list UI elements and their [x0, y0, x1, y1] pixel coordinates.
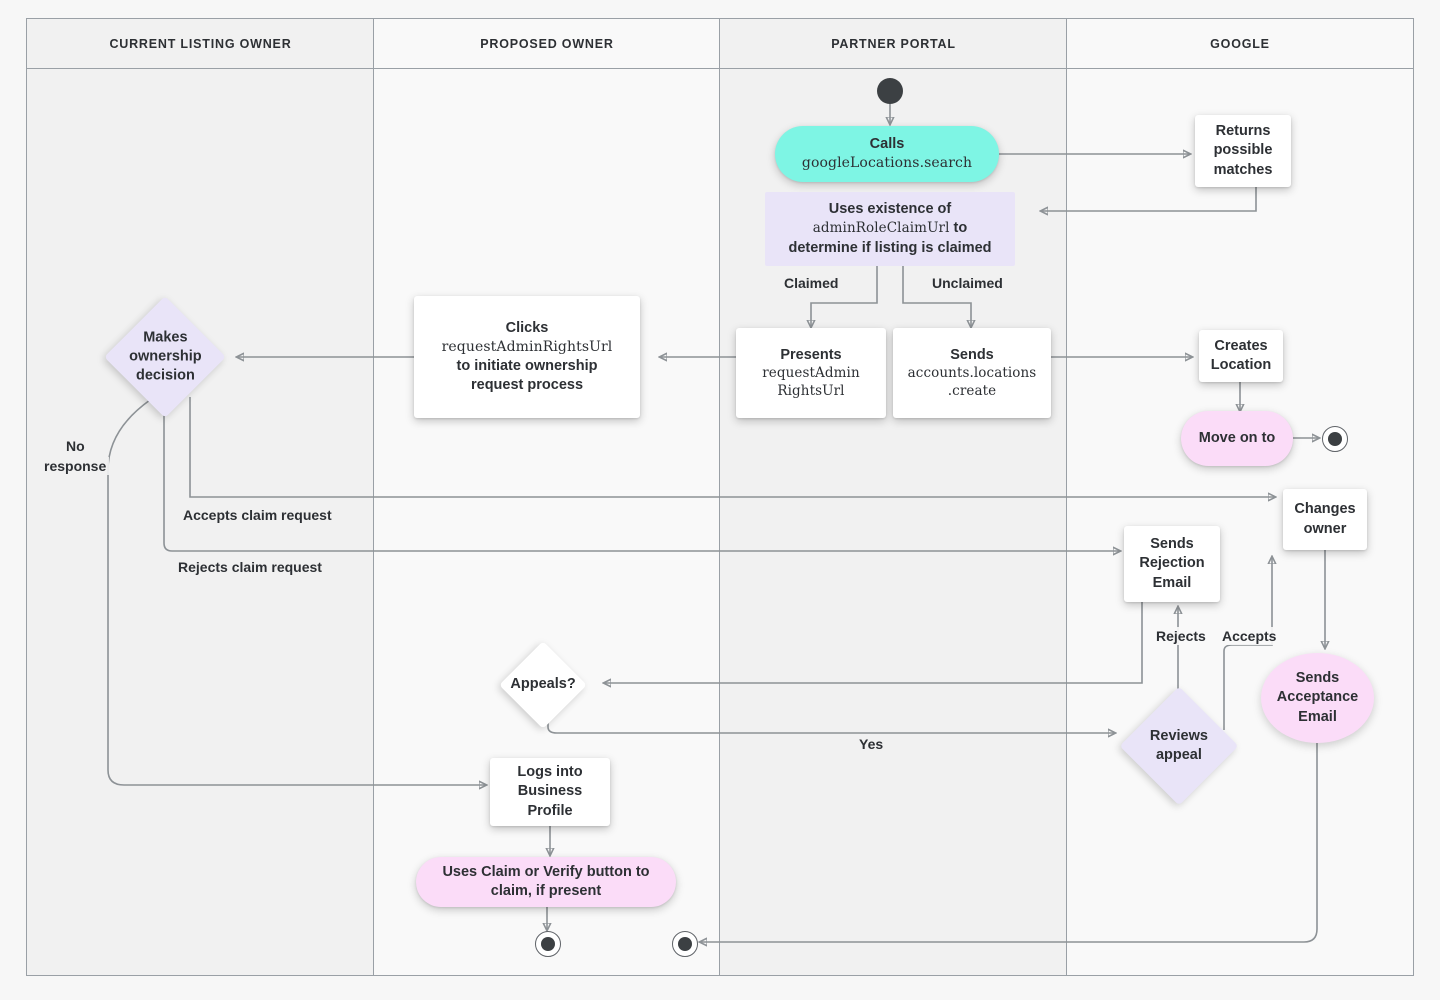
- lane-proposed-owner: PROPOSED OWNER: [373, 18, 720, 976]
- end-marker-google: [1322, 426, 1348, 452]
- edge-label-accepts: Accepts: [1219, 627, 1280, 646]
- node-acceptance-line1: Sends: [1295, 670, 1340, 687]
- edge-label-accepts-claim-request: Accepts claim request: [180, 506, 335, 525]
- node-rejection-line3: Email: [1152, 574, 1192, 591]
- node-creates-location[interactable]: Creates Location: [1199, 330, 1283, 382]
- lane-current-listing-owner: CURRENT LISTING OWNER: [26, 18, 374, 976]
- node-clicks-line1: Clicks: [505, 320, 549, 337]
- node-uses-existence-of-admin-role-claim-url[interactable]: Uses existence of adminRoleClaimUrl to d…: [765, 192, 1015, 266]
- node-returns-text: Returns possible matches: [1213, 123, 1273, 178]
- start-marker: [877, 78, 903, 104]
- edge-label-yes: Yes: [856, 735, 887, 754]
- end-marker-proposed-owner-claim: [535, 931, 561, 957]
- node-changes-owner[interactable]: Changes owner: [1283, 489, 1367, 550]
- node-uses-code: adminRoleClaimUrl: [812, 220, 950, 237]
- node-presents-line1: Presents: [780, 346, 842, 363]
- node-clicks-request-admin-rights-url[interactable]: Clicks requestAdminRightsUrl to initiate…: [414, 296, 640, 418]
- node-move-on-to-text: Move on to: [1198, 429, 1276, 446]
- node-presents-line2: requestAdmin: [762, 364, 860, 381]
- node-rejection-line2: Rejection: [1139, 555, 1205, 572]
- node-sendscreate-line1: Sends: [950, 346, 994, 363]
- edge-label-rejects: Rejects: [1153, 627, 1209, 646]
- end-marker-proposed-owner-accepted: [672, 931, 698, 957]
- node-rejection-line1: Sends: [1150, 536, 1194, 553]
- node-calls-line2: googleLocations.search: [801, 155, 973, 172]
- node-reviews-line1: Reviews: [1149, 727, 1209, 744]
- node-move-on-to[interactable]: Move on to: [1181, 411, 1293, 466]
- node-reviews-line2: appeal: [1156, 746, 1202, 763]
- node-uses-line1: Uses existence of: [828, 201, 952, 218]
- node-logsinto-line3: Profile: [527, 802, 573, 819]
- node-usesclaim-line2: claim, if present: [490, 883, 602, 899]
- node-appeals-text: Appeals?: [510, 676, 576, 693]
- node-sends-accounts-locations-create[interactable]: Sends accounts.locations .create: [893, 328, 1051, 418]
- node-uses-line3: determine if listing is claimed: [788, 239, 992, 256]
- node-presents-line3: RightsUrl: [777, 382, 845, 399]
- edge-label-no-response-2: response: [41, 457, 110, 476]
- node-decision-line3: decision: [135, 367, 195, 384]
- node-creates-location-text: Creates Location: [1210, 337, 1272, 373]
- node-clicks-line3: to initiate ownership: [456, 357, 598, 374]
- node-logsinto-line2: Business: [517, 783, 583, 800]
- node-uses-claim-or-verify-button[interactable]: Uses Claim or Verify button to claim, if…: [416, 857, 676, 907]
- lane-header-partner-portal: PARTNER PORTAL: [720, 19, 1067, 69]
- edge-label-rejects-claim-request: Rejects claim request: [175, 558, 325, 577]
- node-sends-rejection-email[interactable]: Sends Rejection Email: [1124, 526, 1220, 602]
- node-uses-line2: adminRoleClaimUrl to: [788, 219, 991, 238]
- node-logs-into-business-profile[interactable]: Logs into Business Profile: [490, 758, 610, 826]
- node-changes-owner-text: Changes owner: [1294, 501, 1356, 537]
- node-decision-line2: ownership: [128, 348, 202, 365]
- node-calls-line1: Calls: [869, 136, 905, 153]
- node-clicks-code: requestAdminRightsUrl: [441, 339, 613, 356]
- node-sendscreate-line2: accounts.locations: [907, 364, 1037, 381]
- edge-label-unclaimed: Unclaimed: [929, 274, 1006, 293]
- node-presents-request-admin-rights-url[interactable]: Presents requestAdmin RightsUrl: [736, 328, 886, 418]
- node-returns-possible-matches[interactable]: Returns possible matches: [1195, 115, 1291, 187]
- node-uses-line2-tail: to: [949, 220, 968, 237]
- edge-label-no-response-1: No: [63, 437, 88, 456]
- edge-label-claimed: Claimed: [781, 274, 842, 293]
- node-calls-google-locations-search[interactable]: Calls googleLocations.search: [775, 126, 999, 182]
- node-logsinto-line1: Logs into: [517, 764, 583, 781]
- lane-header-current-listing-owner: CURRENT LISTING OWNER: [27, 19, 374, 69]
- node-acceptance-line2: Acceptance: [1276, 689, 1359, 706]
- node-clicks-line4: request process: [470, 376, 584, 393]
- lane-header-proposed-owner: PROPOSED OWNER: [374, 19, 720, 69]
- lane-header-google: GOOGLE: [1067, 19, 1413, 69]
- node-usesclaim-line1: Uses Claim or Verify button to: [442, 863, 650, 880]
- node-sendscreate-line3: .create: [947, 382, 997, 399]
- node-decision-line1: Makes: [142, 329, 188, 346]
- node-acceptance-line3: Email: [1298, 708, 1337, 725]
- node-sends-acceptance-email[interactable]: Sends Acceptance Email: [1261, 653, 1374, 743]
